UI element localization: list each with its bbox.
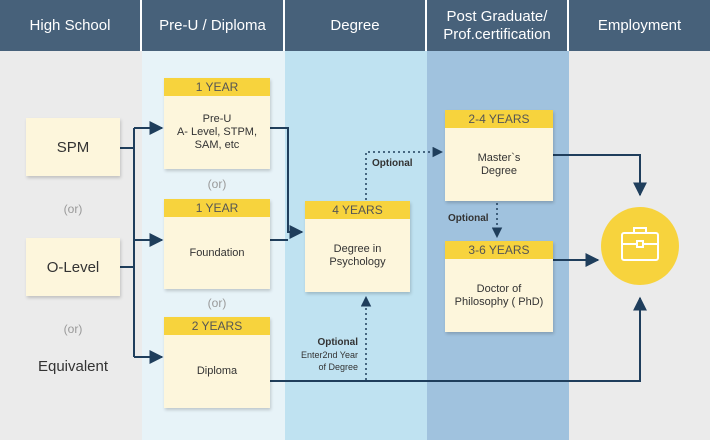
arrow-preu-to-degree <box>270 127 304 239</box>
foundation-box: 1 YEAR Foundation <box>164 199 270 289</box>
enter-second-year-text: Enter2nd Year of Degree <box>300 350 358 372</box>
or-label-hs-2: (or) <box>63 322 83 336</box>
preu-box: 1 YEAR Pre-U A- Level, STPM, SAM, etc <box>164 78 270 169</box>
arrow-masters-to-employment <box>553 154 647 197</box>
diploma-box: 2 YEARS Diploma <box>164 317 270 408</box>
header-post-graduate: Post Graduate/ Prof.certification <box>427 0 569 51</box>
optional-label-phd: Optional <box>448 213 489 224</box>
or-label-preu-1: (or) <box>207 177 227 191</box>
diploma-body: Diploma <box>196 365 238 377</box>
or-label-preu-2: (or) <box>207 296 227 310</box>
arrow-degree-to-masters-optional <box>365 146 444 200</box>
foundation-duration-tag: 1 YEAR <box>164 199 270 217</box>
masters-box: 2-4 YEARS Master`s Degree <box>445 110 553 201</box>
spm-label: SPM <box>56 138 90 156</box>
column-post-graduate <box>427 0 569 440</box>
equivalent-label: Equivalent <box>37 358 109 375</box>
phd-body: Doctor of Philosophy ( PhD) <box>454 282 544 308</box>
optional-label-enter-second-year: Optional <box>317 337 358 348</box>
olevel-box: O-Level <box>26 238 120 296</box>
olevel-label: O-Level <box>46 258 100 276</box>
column-high-school <box>0 0 142 440</box>
header-pre-u-diploma: Pre-U / Diploma <box>142 0 285 51</box>
preu-duration-tag: 1 YEAR <box>164 78 270 96</box>
diploma-duration-tag: 2 YEARS <box>164 317 270 335</box>
header-degree: Degree <box>285 0 427 51</box>
foundation-body: Foundation <box>189 246 245 259</box>
or-label-hs-1: (or) <box>63 202 83 216</box>
masters-body: Master`s Degree <box>477 151 521 177</box>
spm-box: SPM <box>26 118 120 176</box>
arrow-diploma-to-employment <box>270 296 647 382</box>
phd-duration-tag: 3-6 YEARS <box>445 241 553 259</box>
preu-body: Pre-U A- Level, STPM, SAM, etc <box>176 113 258 151</box>
phd-box: 3-6 YEARS Doctor of Philosophy ( PhD) <box>445 241 553 332</box>
header-employment: Employment <box>569 0 710 51</box>
briefcase-icon <box>621 227 659 261</box>
degree-box: 4 YEARS Degree in Psychology <box>305 201 410 292</box>
optional-label-masters: Optional <box>372 158 413 169</box>
header-high-school: High School <box>0 0 142 51</box>
degree-duration-tag: 4 YEARS <box>305 201 410 219</box>
masters-duration-tag: 2-4 YEARS <box>445 110 553 128</box>
degree-body: Degree in Psychology <box>329 242 386 268</box>
